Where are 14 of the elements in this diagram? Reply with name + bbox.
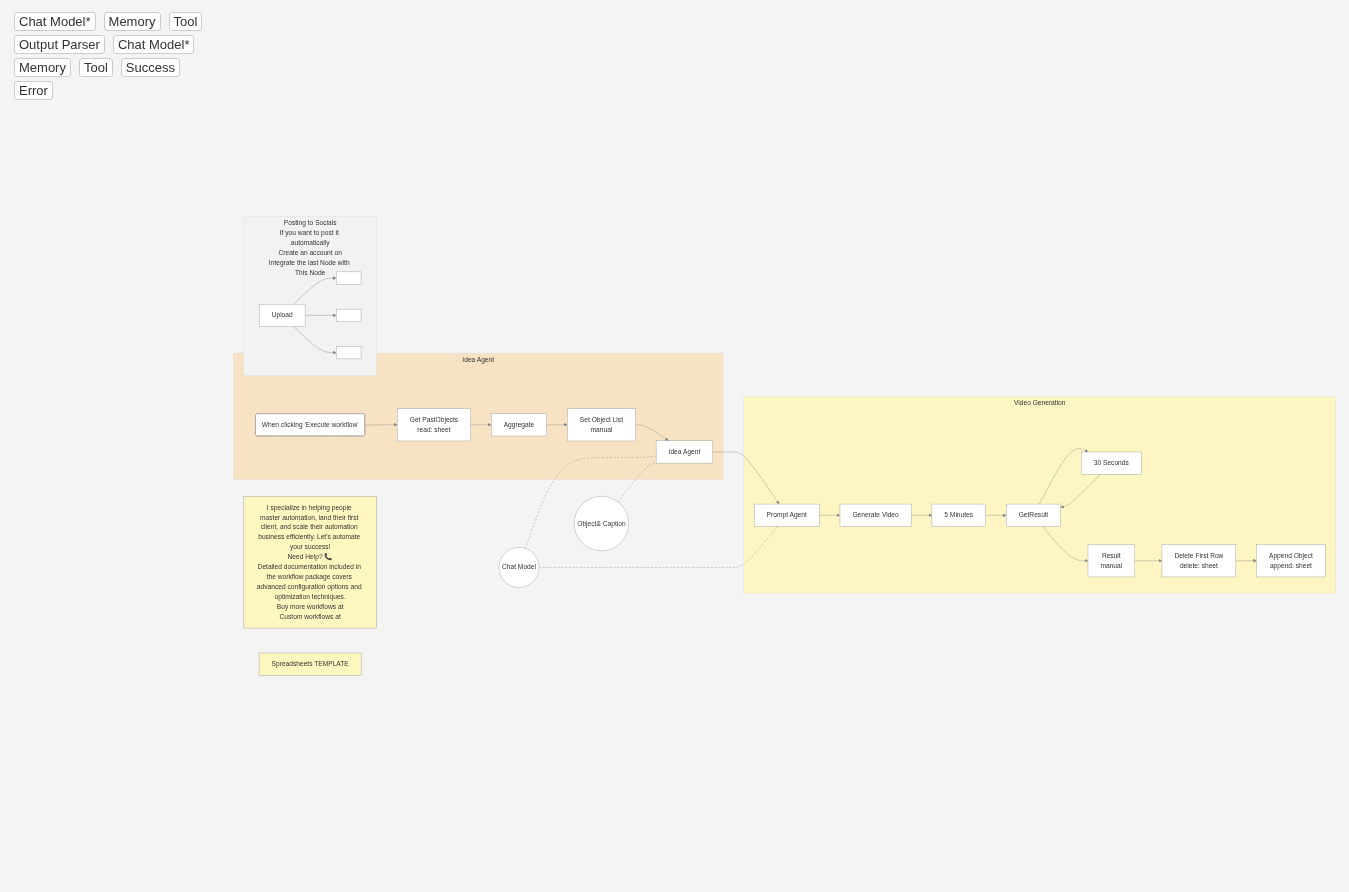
port-label: Memory [14,58,71,77]
node-box [336,309,362,322]
port-label: Error [14,81,53,100]
node-box [336,271,362,285]
port-label: Memory [103,12,161,31]
port-label: Chat Model* [112,35,195,54]
port-label: Chat Model* [14,12,96,31]
connector [617,462,657,503]
port-label: Tool [78,58,113,77]
port-label: Tool [168,12,203,31]
port-label: Output Parser [14,35,105,54]
node-box [336,346,362,360]
connector [525,456,657,549]
port-label: Success [120,58,180,77]
